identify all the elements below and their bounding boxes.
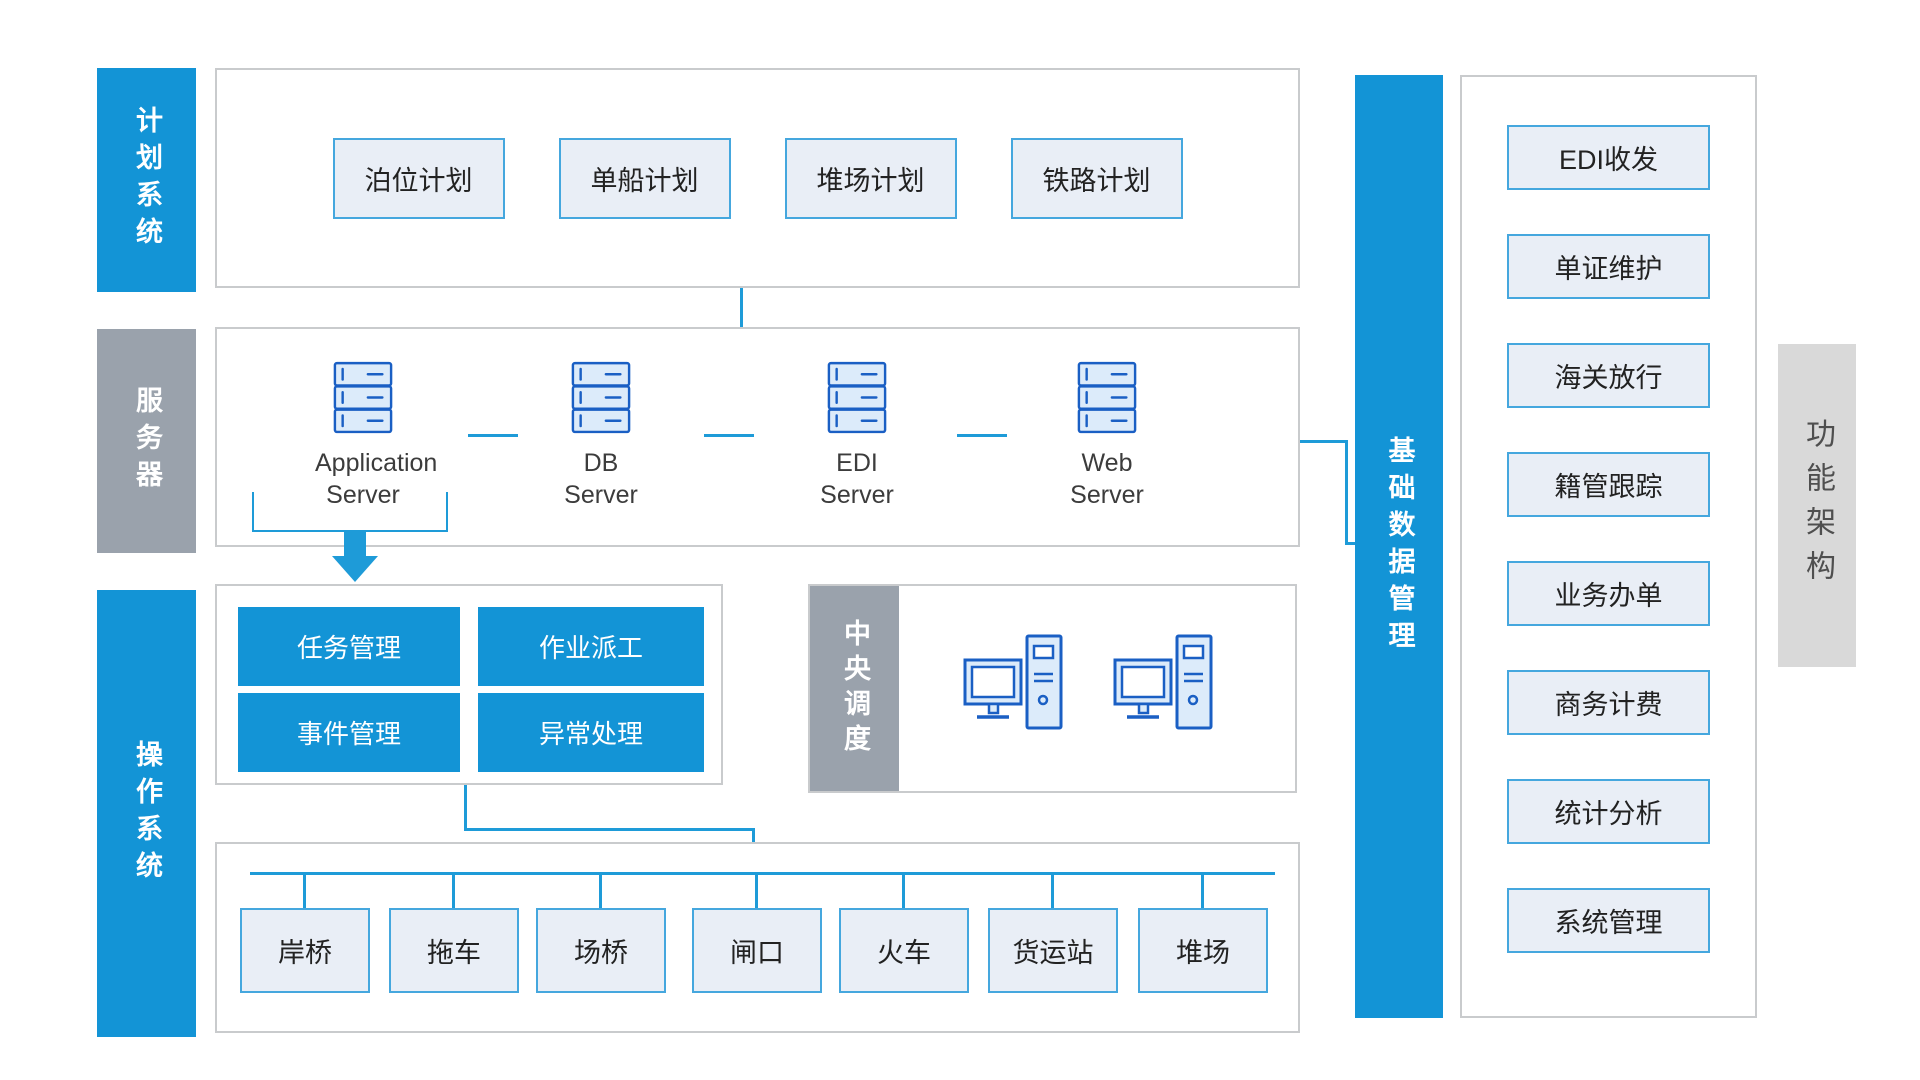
task-management-box: 任务管理 bbox=[238, 607, 460, 686]
workstation-icon bbox=[1113, 634, 1213, 730]
commercial-billing-box: 商务计费 bbox=[1507, 670, 1710, 735]
trailer-label: 拖车 bbox=[427, 938, 481, 968]
edi-exchange-box: EDI收发 bbox=[1507, 125, 1710, 190]
container-tracking-box: 籍管跟踪 bbox=[1507, 452, 1710, 517]
edi-server-label: EDI Server bbox=[820, 449, 894, 509]
terminal-stub bbox=[303, 872, 306, 909]
train-box: 火车 bbox=[839, 908, 969, 993]
berth-plan-box: 泊位计划 bbox=[332, 137, 505, 219]
berth-plan-label: 泊位计划 bbox=[364, 165, 473, 196]
terminal-stub bbox=[1051, 872, 1054, 909]
central-dispatch-label: 中央调度 bbox=[840, 618, 870, 759]
statistics-analysis-label: 统计分析 bbox=[1554, 799, 1663, 829]
yard-label: 堆场 bbox=[1176, 938, 1230, 968]
planning-row: 泊位计划 单船计划 堆场计划 铁路计划 bbox=[215, 68, 1300, 288]
terminal-stub bbox=[755, 872, 758, 909]
server-group-web: Web Server bbox=[1032, 360, 1182, 511]
vessel-plan-label: 单船计划 bbox=[590, 165, 699, 196]
operation-panel: 任务管理 作业派工 事件管理 异常处理 bbox=[215, 584, 723, 785]
rail-planning-system: 计划系统 bbox=[97, 68, 196, 292]
vessel-plan-box: 单船计划 bbox=[558, 137, 731, 219]
architecture-tag: 功能架构 bbox=[1778, 344, 1856, 667]
server-group-application: Application Server bbox=[288, 360, 438, 511]
exception-handling-label: 异常处理 bbox=[538, 719, 643, 749]
event-management-box: 事件管理 bbox=[238, 693, 460, 772]
server-icon bbox=[1077, 361, 1137, 434]
rail-base-data-management: 基础数据管理 bbox=[1355, 75, 1443, 1018]
job-dispatch-label: 作业派工 bbox=[538, 633, 643, 663]
quay-crane-box: 岸桥 bbox=[240, 908, 370, 993]
terminal-stub bbox=[599, 872, 602, 909]
server-link-dash bbox=[468, 434, 518, 437]
yard-plan-box: 堆场计划 bbox=[784, 137, 957, 219]
yard-plan-label: 堆场计划 bbox=[816, 165, 925, 196]
arrow-down-shaft bbox=[344, 530, 366, 558]
train-label: 火车 bbox=[877, 938, 931, 968]
commercial-billing-label: 商务计费 bbox=[1554, 690, 1663, 720]
rail-server-label: 服务器 bbox=[132, 385, 162, 497]
document-maintenance-box: 单证维护 bbox=[1507, 234, 1710, 299]
connector-server-basedata-v bbox=[1345, 440, 1348, 545]
edi-exchange-label: EDI收发 bbox=[1558, 145, 1658, 175]
terminal-stub bbox=[1201, 872, 1204, 909]
server-icon bbox=[333, 361, 393, 434]
yard-box: 堆场 bbox=[1138, 908, 1268, 993]
task-management-label: 任务管理 bbox=[296, 633, 401, 663]
connector-ops-terminals-v1 bbox=[464, 785, 467, 831]
business-order-box: 业务办单 bbox=[1507, 561, 1710, 626]
terminal-stub bbox=[902, 872, 905, 909]
connector-server-basedata-h1 bbox=[1300, 440, 1348, 443]
event-management-label: 事件管理 bbox=[296, 719, 401, 749]
connector-server-basedata-h2 bbox=[1345, 542, 1355, 545]
central-dispatch-strip: 中央调度 bbox=[810, 586, 899, 791]
rail-server: 服务器 bbox=[97, 329, 196, 553]
railway-plan-label: 铁路计划 bbox=[1042, 165, 1151, 196]
server-link-dash bbox=[957, 434, 1007, 437]
connector-ops-terminals-h bbox=[464, 828, 755, 831]
yard-crane-label: 场桥 bbox=[574, 938, 628, 968]
terminal-bus-line bbox=[250, 872, 1275, 875]
rail-operation-system-label: 操作系统 bbox=[132, 739, 162, 888]
yard-crane-box: 场桥 bbox=[536, 908, 666, 993]
railway-plan-box: 铁路计划 bbox=[1010, 137, 1183, 219]
trailer-box: 拖车 bbox=[389, 908, 519, 993]
system-management-box: 系统管理 bbox=[1507, 888, 1710, 953]
rail-operation-system: 操作系统 bbox=[97, 590, 196, 1037]
application-server-label: Application Server bbox=[315, 449, 438, 509]
document-maintenance-label: 单证维护 bbox=[1554, 254, 1663, 284]
rail-base-data-management-label: 基础数据管理 bbox=[1384, 435, 1415, 658]
job-dispatch-box: 作业派工 bbox=[478, 607, 704, 686]
server-icon bbox=[827, 361, 887, 434]
system-management-label: 系统管理 bbox=[1554, 908, 1663, 938]
arrow-down-icon bbox=[332, 556, 378, 582]
quay-crane-label: 岸桥 bbox=[278, 938, 332, 968]
business-order-label: 业务办单 bbox=[1554, 581, 1663, 611]
terminal-panel: 岸桥 拖车 场桥 闸口 火车 货运站 堆场 bbox=[215, 842, 1300, 1033]
terminal-stub bbox=[452, 872, 455, 909]
workstation-icon bbox=[963, 634, 1063, 730]
customs-release-label: 海关放行 bbox=[1554, 363, 1663, 393]
server-group-edi: EDI Server bbox=[782, 360, 932, 511]
statistics-analysis-box: 统计分析 bbox=[1507, 779, 1710, 844]
freight-station-label: 货运站 bbox=[1012, 938, 1094, 968]
function-panel: EDI收发 单证维护 海关放行 籍管跟踪 业务办单 商务计费 统计分析 系统管理 bbox=[1460, 75, 1757, 1018]
server-link-dash bbox=[704, 434, 754, 437]
server-icon bbox=[571, 361, 631, 434]
gate-label: 闸口 bbox=[730, 938, 784, 968]
rail-planning-system-label: 计划系统 bbox=[132, 106, 162, 254]
gate-box: 闸口 bbox=[692, 908, 822, 993]
container-tracking-label: 籍管跟踪 bbox=[1554, 472, 1663, 502]
application-server-bracket bbox=[252, 492, 448, 532]
freight-station-box: 货运站 bbox=[988, 908, 1118, 993]
customs-release-box: 海关放行 bbox=[1507, 343, 1710, 408]
architecture-tag-label: 功能架构 bbox=[1801, 417, 1834, 594]
exception-handling-box: 异常处理 bbox=[478, 693, 704, 772]
db-server-label: DB Server bbox=[564, 449, 638, 509]
central-dispatch-panel: 中央调度 bbox=[808, 584, 1297, 793]
connector-planning-to-server bbox=[740, 288, 743, 327]
web-server-label: Web Server bbox=[1070, 449, 1144, 509]
server-group-db: DB Server bbox=[526, 360, 676, 511]
